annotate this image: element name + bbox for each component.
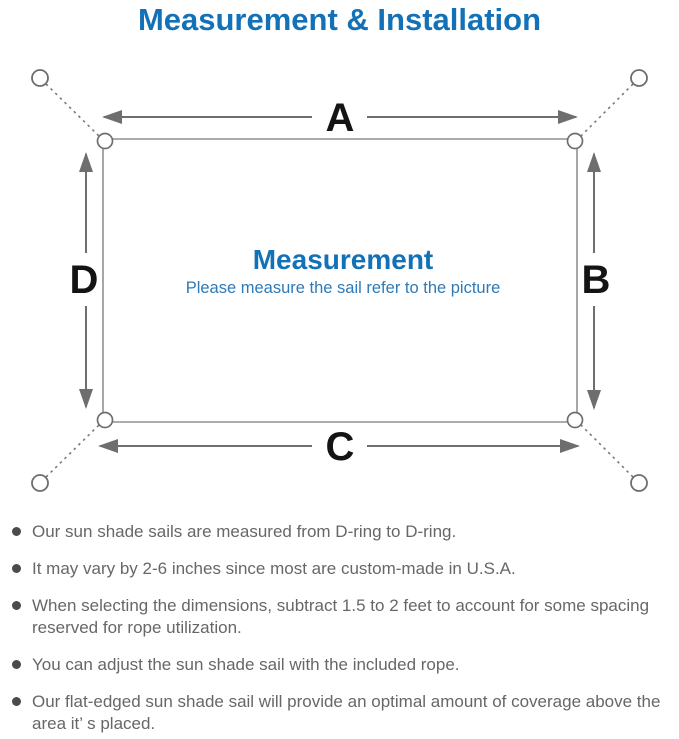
bullet-icon xyxy=(12,660,21,669)
page-title: Measurement & Installation xyxy=(137,2,542,37)
dimension-label-c: C xyxy=(326,425,355,469)
bullet-icon xyxy=(12,601,21,610)
notes-list: Our sun shade sails are measured from D-… xyxy=(12,521,675,739)
note-text: When selecting the dimensions, subtract … xyxy=(32,596,650,637)
bullet-icon xyxy=(12,564,21,573)
anchor-point-top-left xyxy=(31,69,49,87)
anchor-point-bottom-left xyxy=(31,474,49,492)
anchor-point-bottom-right xyxy=(630,474,648,492)
bullet-icon xyxy=(12,697,21,706)
anchor-point-top-right xyxy=(630,69,648,87)
d-ring-top-left xyxy=(96,132,114,150)
dimension-label-b: B xyxy=(582,258,611,302)
dimension-label-a: A xyxy=(326,96,355,140)
list-item: Our sun shade sails are measured from D-… xyxy=(12,521,675,543)
shade-sail-outline xyxy=(102,138,578,423)
rope-line-top-right xyxy=(578,83,634,139)
diagram-center-subtitle: Please measure the sail refer to the pic… xyxy=(186,279,501,297)
note-text: It may vary by 2-6 inches since most are… xyxy=(32,559,516,578)
bullet-icon xyxy=(12,527,21,536)
d-ring-top-right xyxy=(566,132,584,150)
d-ring-bottom-right xyxy=(566,411,584,429)
note-text: You can adjust the sun shade sail with t… xyxy=(32,655,460,674)
rope-line-bottom-right xyxy=(578,422,634,478)
list-item: You can adjust the sun shade sail with t… xyxy=(12,654,675,676)
d-ring-bottom-left xyxy=(96,411,114,429)
rope-line-top-left xyxy=(45,83,102,139)
note-text: Our flat-edged sun shade sail will provi… xyxy=(32,692,661,733)
measurement-diagram: A B C D Measurement Please measure the s… xyxy=(31,69,648,492)
rope-line-bottom-left xyxy=(45,422,102,478)
list-item: When selecting the dimensions, subtract … xyxy=(12,595,675,639)
list-item: It may vary by 2-6 inches since most are… xyxy=(12,558,675,580)
list-item: Our flat-edged sun shade sail will provi… xyxy=(12,691,675,735)
note-text: Our sun shade sails are measured from D-… xyxy=(32,522,457,541)
dimension-label-d: D xyxy=(70,258,99,302)
diagram-center-title: Measurement xyxy=(253,244,434,275)
